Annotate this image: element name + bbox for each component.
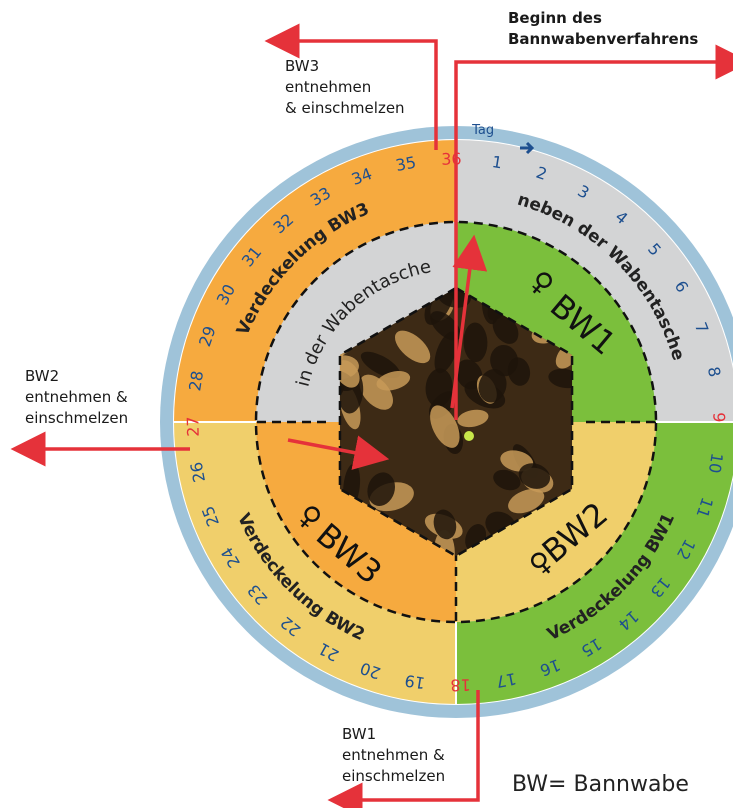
bw1-annotation-line-2: entnehmen & xyxy=(342,746,445,764)
outer-sector-1 xyxy=(174,140,456,422)
bw1-annotation-line-3: einschmelzen xyxy=(342,767,446,785)
day-label-26: 26 xyxy=(187,460,210,484)
day-label-8: 8 xyxy=(704,365,725,379)
inner-sector-3 xyxy=(456,422,656,622)
bw1-annotation: BW1 entnehmen & einschmelzen xyxy=(342,724,445,787)
day-label-1: 1 xyxy=(491,152,504,172)
day-label-9: 9 xyxy=(709,412,728,423)
day-label-19: 19 xyxy=(403,671,426,693)
bw3-annotation-line-3: & einschmelzen xyxy=(285,99,405,117)
day-label-28: 28 xyxy=(185,369,207,392)
outer-sector-4 xyxy=(174,422,456,704)
legend-footer: BW= Bannwabe xyxy=(512,772,689,797)
bw3-annotation-line-1: BW3 xyxy=(285,57,320,75)
outer-sector-2 xyxy=(456,140,733,422)
outer-sector-3 xyxy=(456,422,733,704)
bw2-annotation-line-1: BW2 xyxy=(25,367,60,385)
inner-sector-1 xyxy=(256,222,456,422)
queen-marker xyxy=(464,431,474,441)
day-label-36: 36 xyxy=(441,149,462,168)
bw2-annotation: BW2 entnehmen & einschmelzen xyxy=(25,366,128,429)
bw3-annotation-line-2: entnehmen xyxy=(285,78,372,96)
start-annotation-line-2: Bannwabenverfahrens xyxy=(508,30,699,48)
queen-arrow xyxy=(287,435,390,470)
bw2-annotation-line-3: einschmelzen xyxy=(25,409,129,427)
start-annotation-line-1: Beginn des xyxy=(508,9,602,27)
start-inner-arrow xyxy=(450,234,488,409)
bw1-removal-arrow xyxy=(327,690,480,808)
bw2-annotation-line-2: entnehmen & xyxy=(25,388,128,406)
day-label-10: 10 xyxy=(705,452,727,475)
inner-sector-2 xyxy=(456,222,656,422)
day-label-27: 27 xyxy=(183,416,202,437)
day-label-35: 35 xyxy=(394,153,418,176)
day-label-17: 17 xyxy=(494,669,518,692)
bw3-removal-arrow xyxy=(264,23,438,150)
start-procedure-arrow xyxy=(454,44,733,420)
ring-header-tag: Tag xyxy=(471,123,494,138)
bw3-annotation: BW3 entnehmen & einschmelzen xyxy=(285,56,405,119)
bw1-annotation-line-1: BW1 xyxy=(342,725,377,743)
direction-arrow-icon xyxy=(520,141,535,155)
day-label-18: 18 xyxy=(450,675,471,694)
inner-sector-4 xyxy=(256,422,456,622)
start-annotation: Beginn des Bannwabenverfahrens xyxy=(508,8,698,50)
